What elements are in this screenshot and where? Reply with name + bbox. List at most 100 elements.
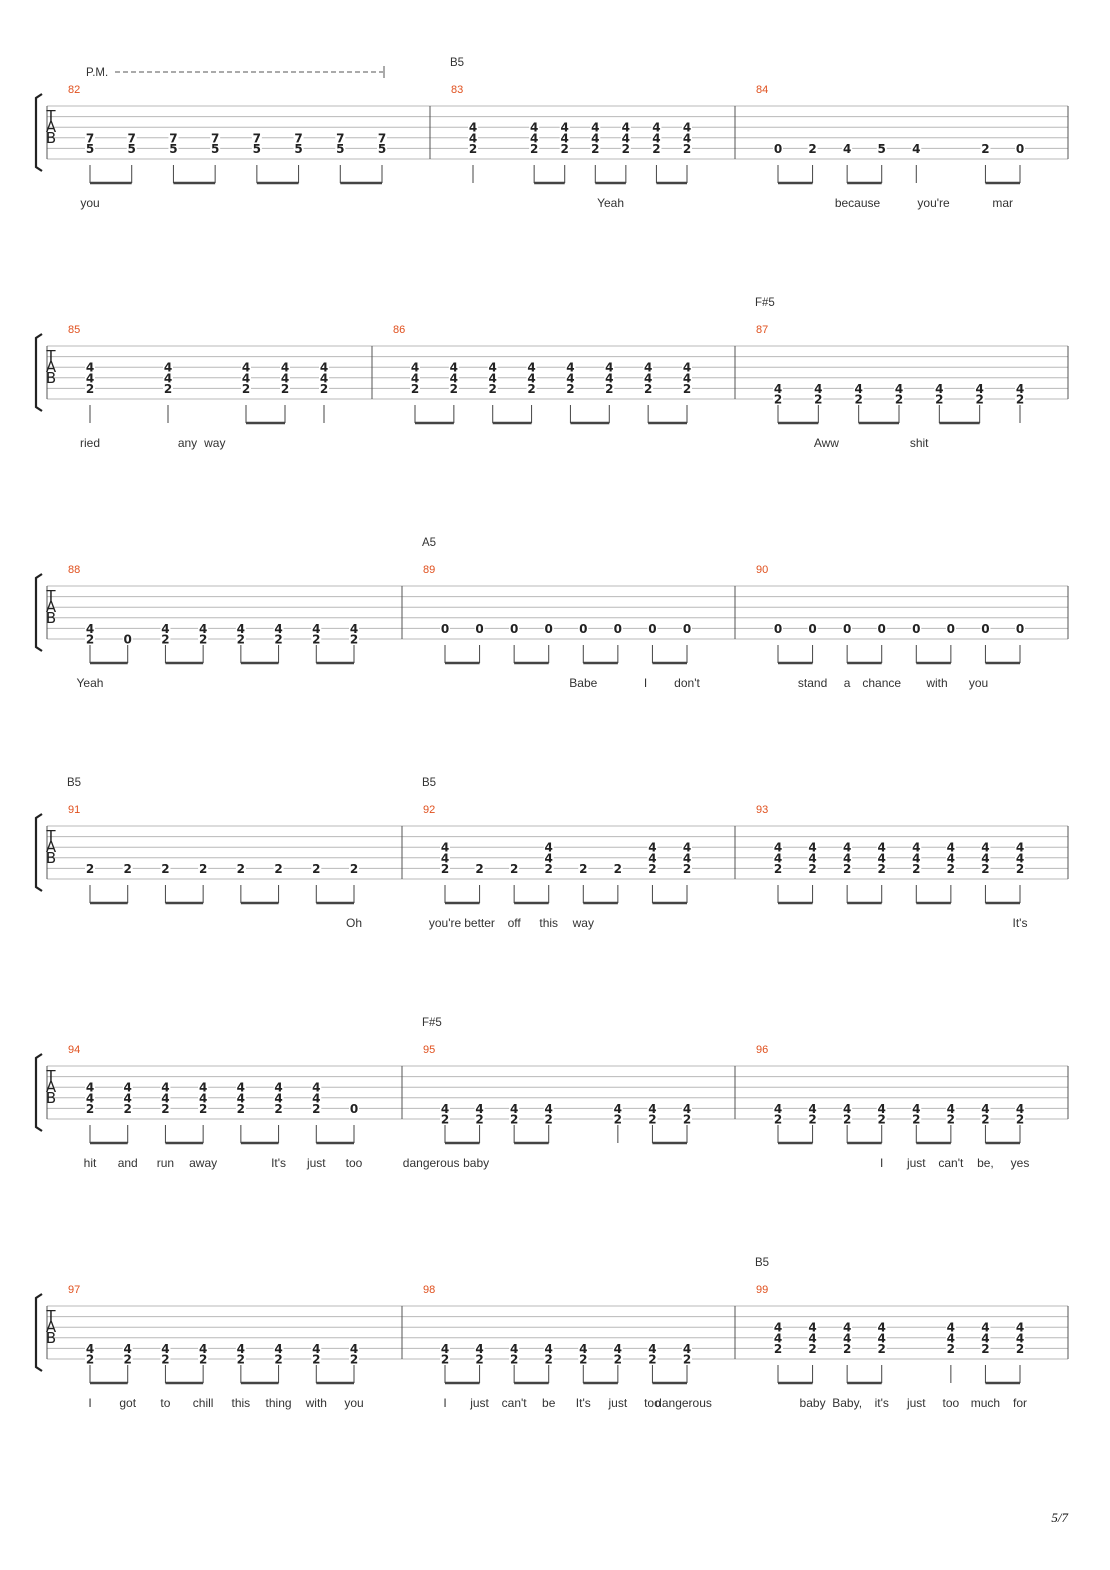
fret-number: 2 <box>683 862 691 876</box>
fret-knockout <box>945 1113 956 1125</box>
fret-number: 4 <box>161 1342 169 1356</box>
fret-number: 2 <box>774 1342 782 1356</box>
fret-number: 4 <box>1016 1321 1024 1335</box>
fret-knockout <box>122 1342 133 1355</box>
fret-knockout <box>168 142 179 155</box>
fret-knockout <box>682 1353 692 1365</box>
fret-knockout <box>377 142 387 155</box>
lyric-word: better <box>464 916 495 930</box>
fret-number: 0 <box>124 633 132 647</box>
fret-number: 4 <box>854 382 862 396</box>
fret-knockout <box>160 622 171 635</box>
fret-knockout <box>487 371 498 384</box>
fret-knockout <box>198 633 209 645</box>
lyric-word: thing <box>266 1396 292 1410</box>
measure-number: 96 <box>756 1044 768 1056</box>
fret-number: 4 <box>561 131 569 145</box>
fret-number: 4 <box>566 361 574 375</box>
lyric-word: you <box>80 196 99 210</box>
lyric-word: you're <box>917 196 950 210</box>
fret-knockout <box>235 633 246 645</box>
lyric-word: off <box>508 916 522 930</box>
fret-knockout <box>842 862 853 875</box>
fret-number: 2 <box>312 1353 320 1367</box>
fret-number: 4 <box>441 1102 449 1116</box>
fret-number: 2 <box>312 633 320 647</box>
fret-knockout <box>280 371 290 384</box>
fret-number: 5 <box>294 142 302 156</box>
lyric-word: baby <box>463 1156 489 1170</box>
fret-number: 4 <box>808 851 816 865</box>
fret-knockout <box>448 361 459 374</box>
fret-number: 2 <box>274 862 282 876</box>
fret-number: 0 <box>808 622 816 636</box>
tab-clef-letter: B <box>46 849 56 867</box>
fret-knockout <box>578 1342 589 1355</box>
fret-knockout <box>526 371 537 384</box>
fret-number: 0 <box>843 622 851 636</box>
fret-number: 4 <box>843 1321 851 1335</box>
fret-knockout <box>210 142 221 155</box>
fret-knockout <box>160 1102 171 1115</box>
fret-number: 2 <box>878 862 886 876</box>
fret-knockout <box>578 622 589 635</box>
fret-number: 2 <box>854 393 862 407</box>
fret-knockout <box>126 131 137 144</box>
lyric-word: this <box>539 916 558 930</box>
fret-number: 4 <box>1016 382 1024 396</box>
fret-number: 2 <box>237 1353 245 1367</box>
fret-number: 2 <box>86 1353 94 1367</box>
fret-knockout <box>1015 1102 1025 1115</box>
fret-knockout <box>876 1113 887 1125</box>
lyric-word: I <box>443 1396 446 1410</box>
fret-knockout <box>945 1321 956 1334</box>
tab-clef-letter: A <box>46 1318 57 1336</box>
fret-knockout <box>565 371 576 384</box>
fret-knockout <box>198 622 209 635</box>
fret-number: 0 <box>981 622 989 636</box>
tab-clef-letter: T <box>45 1307 56 1325</box>
fret-knockout <box>468 131 478 144</box>
fret-number: 2 <box>164 382 172 396</box>
fret-number: 4 <box>774 1102 782 1116</box>
fret-knockout <box>85 142 95 155</box>
fret-knockout <box>682 361 692 374</box>
fret-number: 4 <box>199 1081 207 1095</box>
fret-number: 2 <box>981 862 989 876</box>
fret-number: 4 <box>1016 851 1024 865</box>
fret-number: 2 <box>530 142 538 156</box>
fret-knockout <box>980 622 991 635</box>
fret-number: 0 <box>878 622 886 636</box>
measure-number: 89 <box>423 564 435 576</box>
fret-number: 4 <box>774 1331 782 1345</box>
fret-knockout <box>474 862 485 875</box>
fret-knockout <box>682 382 692 395</box>
fret-knockout <box>543 622 554 635</box>
fret-knockout <box>980 851 991 864</box>
fret-knockout <box>647 841 658 854</box>
fret-number: 4 <box>622 131 630 145</box>
fret-number: 2 <box>648 1113 656 1127</box>
fret-knockout <box>911 862 922 875</box>
fret-number: 4 <box>614 1102 622 1116</box>
fret-number: 4 <box>683 131 691 145</box>
fret-knockout <box>543 841 554 854</box>
fret-number: 2 <box>450 382 458 396</box>
measure-number: 97 <box>68 1284 80 1296</box>
fret-number: 2 <box>199 862 207 876</box>
fret-knockout <box>543 1113 554 1125</box>
fret-number: 2 <box>124 1353 132 1367</box>
fret-number: 2 <box>510 1353 518 1367</box>
fret-knockout <box>620 142 631 155</box>
fret-knockout <box>876 622 887 635</box>
fret-number: 4 <box>237 1081 245 1095</box>
fret-knockout <box>526 382 537 395</box>
fret-knockout <box>773 142 783 155</box>
fret-number: 2 <box>912 862 920 876</box>
fret-number: 4 <box>242 361 250 375</box>
fret-knockout <box>280 382 290 395</box>
chord-label: B5 <box>755 1257 769 1269</box>
fret-knockout <box>273 862 284 875</box>
fret-number: 2 <box>947 1342 955 1356</box>
